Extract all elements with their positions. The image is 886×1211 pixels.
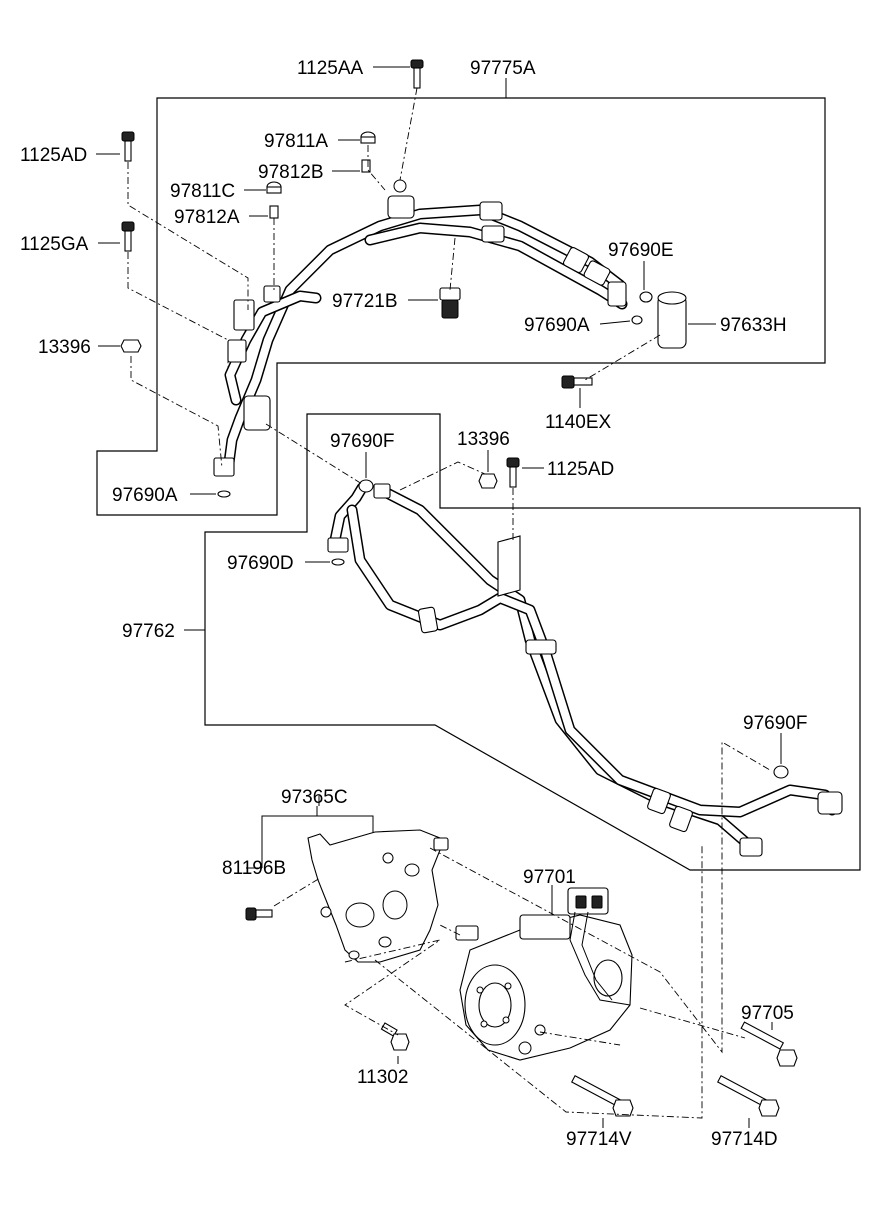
- bolt-1125AA: [410, 59, 424, 89]
- frame-97775A: [96, 97, 826, 516]
- part-labels: 1125AA 97775A 1125AD 97811A 97812B 97811…: [20, 58, 807, 1150]
- label-1125GA: 1125GA: [20, 234, 89, 255]
- assembly-lines: [127, 87, 771, 1119]
- sensor-97721B: [439, 287, 461, 319]
- label-13396-mid: 13396: [457, 429, 510, 450]
- label-97705: 97705: [741, 1003, 794, 1024]
- label-11302: 11302: [357, 1067, 408, 1088]
- label-97701: 97701: [523, 867, 576, 888]
- oring-97690F-right: [773, 765, 789, 779]
- label-97714D: 97714D: [711, 1129, 778, 1150]
- label-97690A-left: 97690A: [112, 485, 178, 506]
- bolt-81196B: [245, 907, 273, 921]
- label-97721B: 97721B: [332, 291, 398, 312]
- oring-97690A-left: [217, 490, 231, 498]
- label-97812A: 97812A: [174, 207, 240, 228]
- bolt-1125GA: [121, 221, 135, 252]
- nut-13396-mid: [478, 473, 498, 489]
- label-97690D: 97690D: [227, 553, 294, 574]
- label-97811A: 97811A: [264, 131, 328, 152]
- valve-97812B: [361, 159, 371, 173]
- bracket-plate-97365C: [307, 829, 449, 963]
- label-97365C: 97365C: [281, 787, 348, 808]
- label-97811C: 97811C: [170, 181, 235, 202]
- label-97714V: 97714V: [566, 1129, 632, 1150]
- receiver-drier-97633H: [657, 291, 687, 349]
- label-97775A: 97775A: [470, 58, 536, 79]
- label-1140EX: 1140EX: [545, 412, 612, 433]
- frame-97762: [204, 413, 861, 871]
- nut-13396-left: [120, 339, 142, 353]
- label-1125AD-top: 1125AD: [20, 145, 87, 166]
- bolt-11302: [380, 1022, 410, 1051]
- label-1125AA: 1125AA: [297, 58, 364, 79]
- cap-97811A: [360, 131, 376, 144]
- oring-97690A-right: [631, 315, 643, 325]
- label-97690E: 97690E: [608, 240, 674, 261]
- bolt-97714V: [571, 1075, 634, 1117]
- valve-97812A: [269, 205, 279, 219]
- label-1125AD-mid: 1125AD: [547, 459, 614, 480]
- oring-97690E: [639, 291, 653, 303]
- label-97812B: 97812B: [258, 162, 324, 183]
- oring-97690D: [331, 558, 345, 566]
- hose-assembly-97762: [327, 482, 843, 857]
- label-13396-left: 13396: [38, 337, 91, 358]
- leader-lines: [96, 66, 782, 1128]
- label-97762: 97762: [122, 621, 175, 642]
- hose-assembly-97775A: [213, 179, 628, 477]
- compressor-97701: [455, 887, 633, 1061]
- label-97690A-right: 97690A: [524, 315, 590, 336]
- bolt-1125AD-top: [121, 131, 135, 162]
- label-97633H: 97633H: [720, 315, 787, 336]
- label-81196B: 81196B: [222, 858, 286, 879]
- bracket-97365C: [261, 806, 374, 868]
- bolt-97705: [740, 1021, 798, 1067]
- cap-97811C: [266, 181, 282, 194]
- bolt-97714D: [717, 1075, 780, 1117]
- bolt-1140EX: [561, 375, 593, 389]
- label-97690F-top: 97690F: [330, 431, 394, 452]
- label-97690F-right: 97690F: [743, 713, 807, 734]
- bolt-1125AD-mid: [506, 457, 520, 488]
- oring-97690F-top: [358, 479, 374, 493]
